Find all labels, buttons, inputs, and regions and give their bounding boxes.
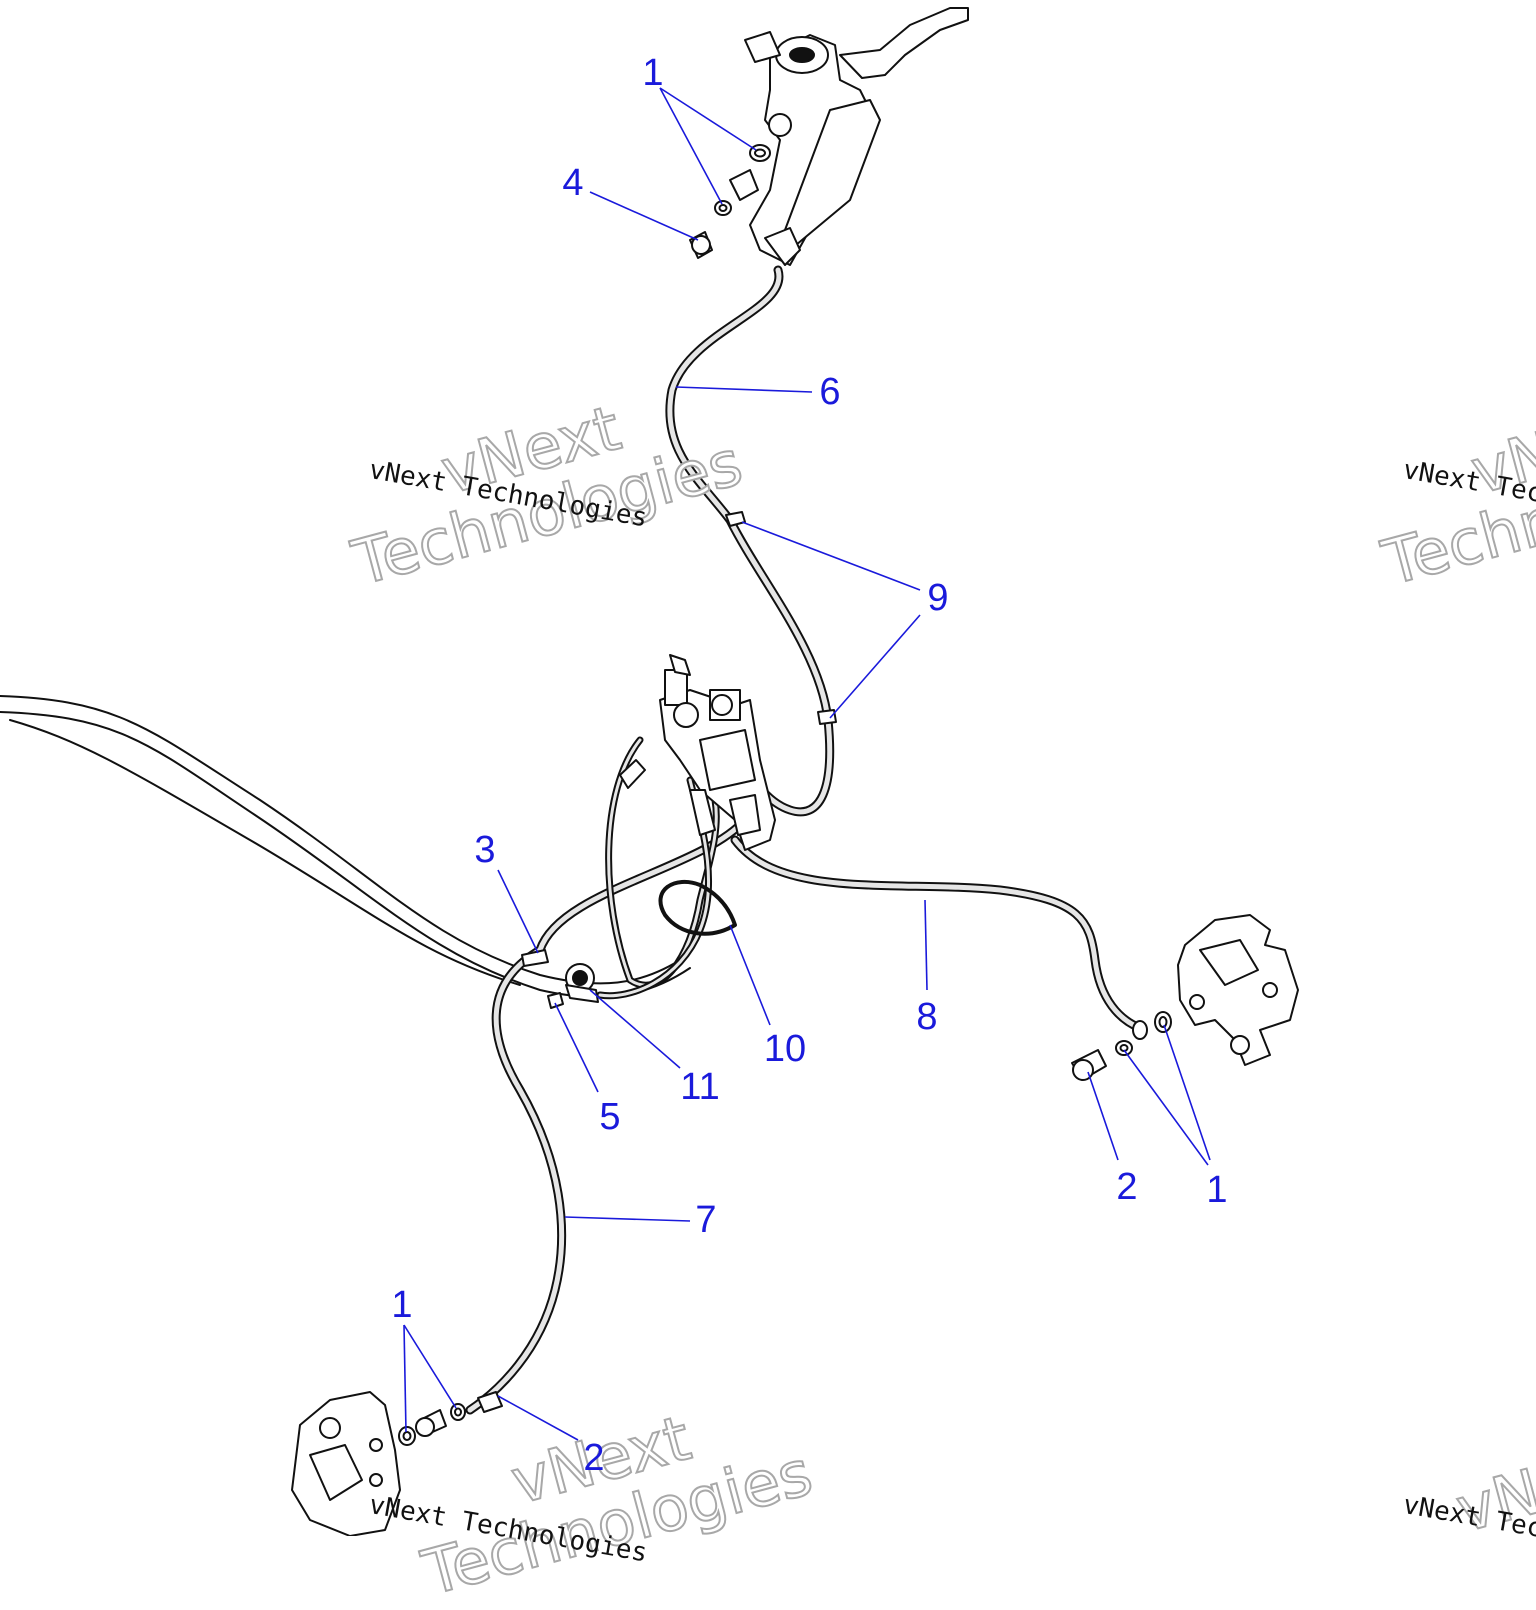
brake-system-exploded-diagram — [0, 7, 1299, 1536]
brake-junction-block — [659, 654, 776, 851]
rear-brake-lines — [0, 695, 691, 998]
left-brake-caliper — [291, 1391, 503, 1536]
callout-5: 5 — [599, 1096, 621, 1138]
callout-leader-lines — [403, 87, 1211, 1441]
callout-7: 7 — [695, 1199, 717, 1241]
callout-6: 6 — [819, 371, 841, 413]
callout-2-bottom: 2 — [583, 1437, 605, 1479]
hose-clamp-area — [521, 949, 599, 1009]
brake-hose-6 — [665, 265, 835, 817]
callout-11: 11 — [680, 1066, 720, 1108]
junction-hose-loops — [596, 736, 737, 1000]
callout-1-right: 1 — [1206, 1169, 1228, 1211]
callout-2-right: 2 — [1116, 1166, 1138, 1208]
brake-master-cylinder — [689, 7, 969, 266]
callout-9: 9 — [927, 577, 949, 619]
callout-4: 4 — [562, 162, 584, 204]
callout-8: 8 — [916, 996, 938, 1038]
callout-1-top: 1 — [642, 52, 664, 94]
brake-hose-8 — [730, 835, 1145, 1033]
callout-10: 10 — [763, 1028, 807, 1070]
callout-3: 3 — [474, 829, 496, 871]
right-brake-caliper — [1071, 914, 1299, 1081]
hose-clips-9 — [725, 511, 837, 725]
callout-1-bottom: 1 — [391, 1284, 413, 1326]
